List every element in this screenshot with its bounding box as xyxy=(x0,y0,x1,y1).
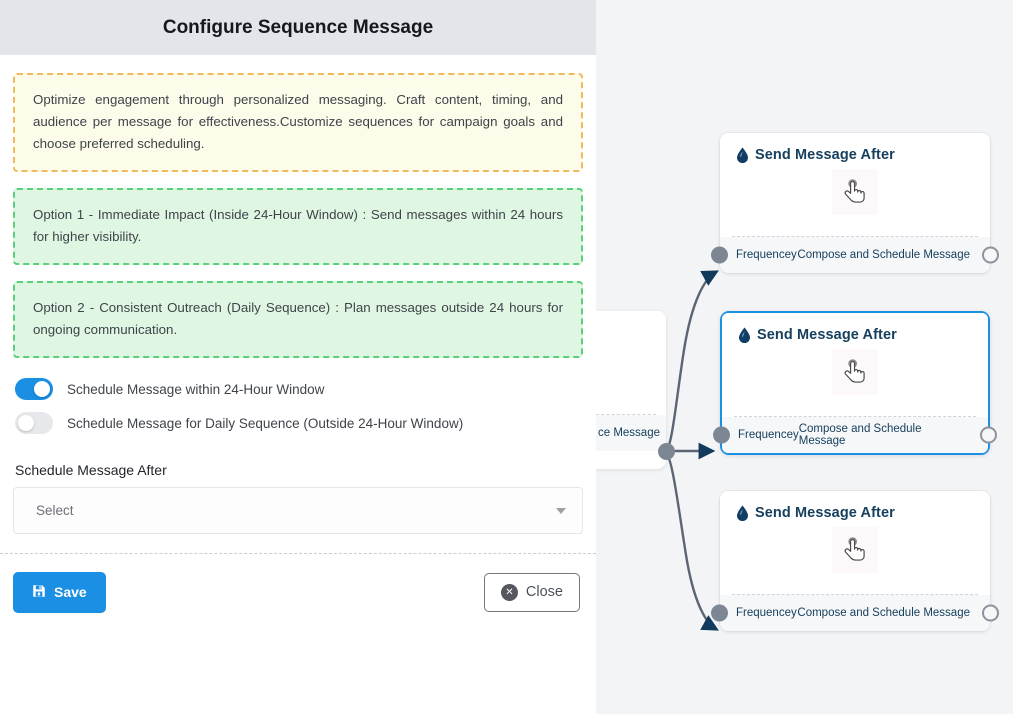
node-divider xyxy=(734,416,976,417)
configure-sequence-panel: Configure Sequence Message Optimize enga… xyxy=(0,0,596,714)
flow-node-send-message-after-2[interactable]: Send Message After Frequencey Compose an… xyxy=(713,311,997,455)
flow-node-partial[interactable]: ce Message xyxy=(596,311,675,469)
node-center xyxy=(722,349,988,395)
node-output-label: Compose and Schedule Message xyxy=(798,423,922,447)
option-1-box: Option 1 - Immediate Impact (Inside 24-H… xyxy=(13,188,583,265)
schedule-message-after-label: Schedule Message After xyxy=(15,462,167,478)
node-input-port[interactable] xyxy=(713,426,730,444)
schedule-message-after-select[interactable]: Select xyxy=(13,487,583,534)
node-body: Send Message After xyxy=(722,313,988,416)
node-center xyxy=(720,169,990,215)
partial-node-body xyxy=(596,311,666,414)
flow-node-send-message-after-3[interactable]: Send Message After Frequencey Compose an… xyxy=(711,491,999,631)
node-body: Send Message After xyxy=(720,133,990,236)
close-button[interactable]: ✕ Close xyxy=(483,572,580,612)
toggle-knob xyxy=(18,415,34,431)
toggle-label-daily-sequence: Schedule Message for Daily Sequence (Out… xyxy=(67,415,464,431)
node-title-text: Send Message After xyxy=(755,147,895,163)
footer-divider xyxy=(0,553,596,554)
water-drop-icon xyxy=(736,147,749,164)
node-input-label: Frequencey xyxy=(736,607,797,619)
node-output-port[interactable] xyxy=(982,246,999,264)
option-2-box: Option 2 - Consistent Outreach (Daily Se… xyxy=(13,281,583,358)
node-input-label: Frequencey xyxy=(738,429,799,441)
close-button-label: Close xyxy=(525,584,563,600)
water-drop-icon xyxy=(736,505,749,522)
node-footer: Frequencey Compose and Schedule Message xyxy=(711,595,999,631)
tap-hand-cursor-icon[interactable] xyxy=(832,169,878,215)
node-input-port[interactable] xyxy=(711,246,728,264)
node-divider xyxy=(732,236,978,237)
panel-footer: Save ✕ Close xyxy=(0,554,596,630)
toggle-row-daily-sequence[interactable]: Schedule Message for Daily Sequence (Out… xyxy=(13,412,583,434)
save-button-label: Save xyxy=(54,584,87,600)
node-footer: Frequencey Compose and Schedule Message xyxy=(711,237,999,273)
node-title-row: Send Message After xyxy=(736,505,974,522)
circle-close-icon: ✕ xyxy=(500,583,518,601)
node-divider xyxy=(732,594,978,595)
node-center xyxy=(720,527,990,573)
partial-node-divider xyxy=(596,414,656,415)
node-output-label: Compose and Schedule Message xyxy=(797,249,970,261)
toggle-label-within-24h: Schedule Message within 24-Hour Window xyxy=(67,381,325,397)
save-button[interactable]: Save xyxy=(13,571,106,613)
node-input-port[interactable] xyxy=(711,604,728,622)
node-body: Send Message After xyxy=(720,491,990,594)
flow-node-send-message-after-1[interactable]: Send Message After Frequencey Compose an… xyxy=(711,133,999,273)
panel-header: Configure Sequence Message xyxy=(0,0,596,55)
tap-hand-cursor-icon[interactable] xyxy=(832,527,878,573)
water-drop-icon xyxy=(738,327,751,344)
edge-to-bottom-node xyxy=(664,449,719,631)
partial-node-output-port[interactable] xyxy=(658,443,675,460)
node-input-label: Frequencey xyxy=(736,249,797,261)
edge-to-top-node xyxy=(664,270,719,453)
chevron-down-icon xyxy=(556,507,566,514)
node-title-text: Send Message After xyxy=(755,505,895,521)
info-note: Optimize engagement through personalized… xyxy=(13,73,583,172)
toggle-knob xyxy=(34,381,50,397)
select-value: Select xyxy=(36,503,74,518)
floppy-disk-save-icon xyxy=(32,584,46,601)
node-title-text: Send Message After xyxy=(757,327,897,343)
node-title-row: Send Message After xyxy=(736,147,974,164)
page-title: Configure Sequence Message xyxy=(162,16,434,38)
node-output-port[interactable] xyxy=(980,426,997,444)
node-footer: Frequencey Compose and Schedule Message xyxy=(713,417,997,453)
tap-hand-cursor-icon[interactable] xyxy=(832,349,878,395)
node-output-port[interactable] xyxy=(982,604,999,622)
toggle-row-within-24h[interactable]: Schedule Message within 24-Hour Window xyxy=(13,378,583,400)
toggle-switch-within-24h[interactable] xyxy=(15,378,53,400)
node-title-row: Send Message After xyxy=(738,327,972,344)
toggle-switch-daily-sequence[interactable] xyxy=(15,412,53,434)
node-output-label: Compose and Schedule Message xyxy=(797,607,970,619)
partial-node-footer-label: ce Message xyxy=(596,415,666,451)
panel-body: Optimize engagement through personalized… xyxy=(0,55,596,534)
